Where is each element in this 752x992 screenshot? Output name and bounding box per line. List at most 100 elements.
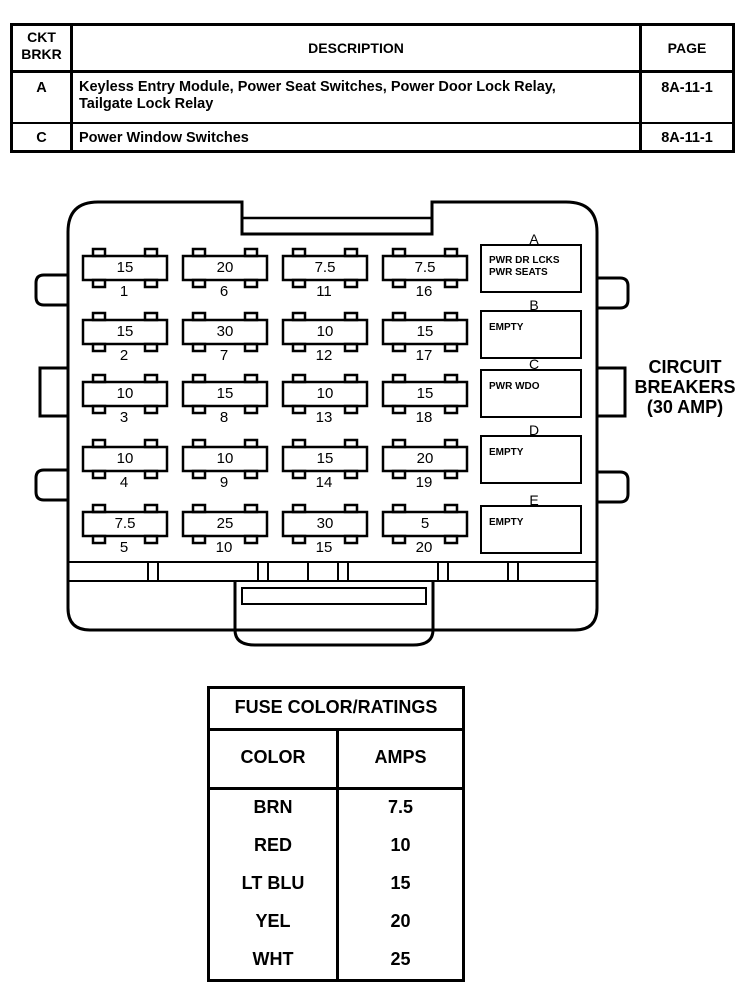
fuse-terminal — [243, 373, 259, 384]
breaker-label-line: PWR SEATS — [489, 267, 548, 278]
fuse-terminal — [143, 404, 159, 415]
circuit-breaker-slot — [480, 369, 582, 418]
breaker-label-line: EMPTY — [489, 322, 524, 333]
fuse-number: 11 — [316, 283, 332, 300]
fuse-body — [81, 510, 169, 538]
breaker-label-line: EMPTY — [489, 447, 524, 458]
fuse — [281, 503, 369, 545]
fuse-terminal — [91, 247, 107, 258]
fuse-terminal — [243, 311, 259, 322]
fuse — [81, 503, 169, 545]
circuit-breaker-slot — [480, 505, 582, 554]
fuse-terminal — [143, 438, 159, 449]
fuse-terminal — [443, 503, 459, 514]
header-text: CKT — [27, 29, 56, 45]
fuse-body — [381, 510, 469, 538]
fuse-terminal — [443, 469, 459, 480]
table-divider — [210, 787, 462, 790]
fuse-terminal — [291, 404, 307, 415]
fuse-terminal — [243, 404, 259, 415]
fuse-number: 12 — [315, 347, 333, 364]
fuse-number: 6 — [219, 283, 229, 300]
fuse-terminal — [191, 503, 207, 514]
fuse-terminal — [143, 247, 159, 258]
fuse-number: 3 — [119, 409, 129, 426]
fuse-terminal — [91, 404, 107, 415]
fuse-terminal — [391, 534, 407, 545]
right-clip — [597, 276, 630, 310]
fuse-terminal — [143, 373, 159, 384]
breaker-label: EMPTY — [489, 322, 523, 334]
fuse-color: LT BLU — [241, 873, 305, 893]
breaker-letter: A — [529, 231, 539, 247]
fuse-rating: 10 — [216, 450, 234, 467]
fuse — [81, 311, 169, 353]
right-clip — [597, 470, 630, 504]
fuse-terminal — [191, 534, 207, 545]
fuse-terminal — [91, 469, 107, 480]
breaker-label-line: EMPTY — [489, 517, 524, 528]
description-header: DESCRIPTION — [308, 40, 404, 56]
fuse-terminal — [291, 311, 307, 322]
fuse-terminal — [343, 311, 359, 322]
fuse-terminal — [443, 342, 459, 353]
fuse-number: 14 — [315, 474, 333, 491]
fuse-number: 15 — [315, 539, 333, 556]
breaker-letter: B — [529, 297, 539, 313]
fuse-body — [381, 445, 469, 473]
fuse-color: BRN — [253, 797, 293, 817]
fuse-amps: 15 — [390, 873, 411, 893]
fuse-terminal — [391, 311, 407, 322]
fuse-terminal — [391, 404, 407, 415]
fuse-terminal — [91, 534, 107, 545]
fuse-terminal — [91, 278, 107, 289]
fuse-number: 10 — [215, 539, 233, 556]
fuse-terminal — [143, 503, 159, 514]
fuse-terminal — [191, 247, 207, 258]
fuse-rating: 7.5 — [314, 259, 336, 276]
fuse-terminal — [291, 503, 307, 514]
fuse-body — [381, 380, 469, 408]
fuse-body — [181, 510, 269, 538]
fuse-terminal — [191, 373, 207, 384]
fuse-terminal — [343, 469, 359, 480]
fuse — [381, 311, 469, 353]
fuse-rating: 10 — [316, 323, 334, 340]
fuse-terminal — [443, 278, 459, 289]
fuse-terminal — [291, 438, 307, 449]
fuse-body — [181, 380, 269, 408]
fuse — [381, 247, 469, 289]
fuse-body — [381, 254, 469, 282]
fuse-terminal — [443, 247, 459, 258]
fuse-terminal — [191, 469, 207, 480]
fuse-terminal — [143, 342, 159, 353]
fuse-terminal — [443, 438, 459, 449]
left-clip — [34, 468, 68, 502]
fuse-terminal — [143, 278, 159, 289]
fuse-number: 4 — [119, 474, 129, 491]
fuse-terminal — [391, 503, 407, 514]
fuse-terminal — [291, 469, 307, 480]
fuse-terminal — [343, 373, 359, 384]
fuse-terminal — [143, 534, 159, 545]
fuse-terminal — [191, 404, 207, 415]
fuse-terminal — [143, 469, 159, 480]
fuse-number: 9 — [219, 474, 229, 491]
fuse — [181, 311, 269, 353]
fuse-body — [81, 380, 169, 408]
fuse-terminal — [391, 373, 407, 384]
fuse-terminal — [243, 438, 259, 449]
circuit-breaker-slot — [480, 310, 582, 359]
description-line: Keyless Entry Module, Power Seat Switche… — [79, 79, 556, 95]
bottom-tab — [233, 581, 435, 647]
fuse — [81, 247, 169, 289]
fuse-body — [281, 380, 369, 408]
fuse-rating: 30 — [316, 515, 334, 532]
fuse-terminal — [191, 278, 207, 289]
fuse — [81, 438, 169, 480]
fuse-terminal — [343, 534, 359, 545]
fuse-terminal — [343, 247, 359, 258]
fuse-number: 13 — [315, 409, 333, 426]
